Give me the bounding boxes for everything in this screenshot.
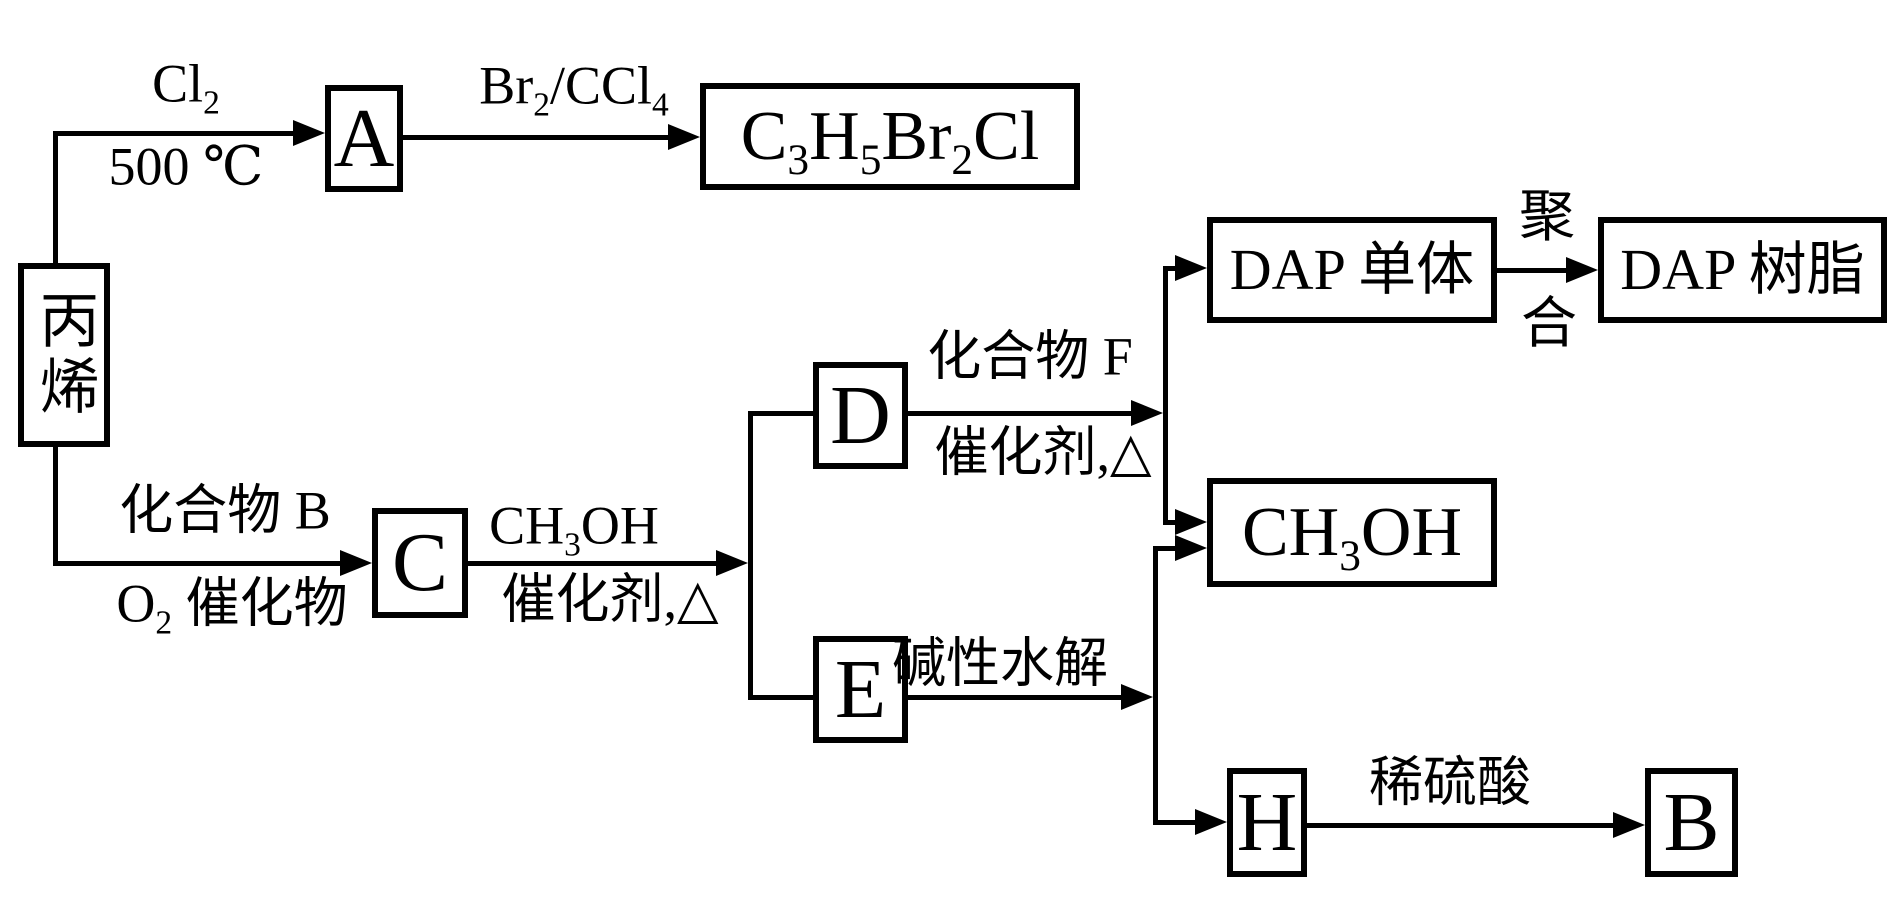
connector-a-to-c3h5br2cl bbox=[403, 134, 676, 140]
node-label-ch3oh: CH3OH bbox=[1241, 493, 1463, 580]
arrowhead-a-to-c3h5br2cl bbox=[668, 124, 700, 150]
connector-branch-to-d bbox=[750, 410, 813, 416]
subscript: 2 bbox=[951, 135, 974, 184]
node-c3h5br2cl: C3H5Br2Cl bbox=[700, 83, 1080, 190]
arrowhead-to-ch3oh-upper bbox=[1175, 509, 1207, 535]
connector-e-junction-vertical bbox=[1152, 545, 1158, 825]
node-ch3oh: CH3OH bbox=[1207, 478, 1497, 587]
label-cond-polymerization-top: 聚 bbox=[1519, 186, 1575, 249]
node-label-h: H bbox=[1236, 775, 1298, 869]
label-cond-compound-b: 化合物 B bbox=[119, 480, 331, 541]
subscript: 3 bbox=[787, 135, 810, 184]
connector-to-ch3oh-upper bbox=[1165, 519, 1183, 525]
label-cond-500c: 500 ℃ bbox=[108, 136, 264, 197]
connector-branch-de-vertical bbox=[747, 410, 753, 700]
arrowhead-propylene-to-a bbox=[293, 120, 325, 146]
label-cond-catalyst-delta-2: 催化剂,△ bbox=[934, 422, 1152, 483]
node-label-dap-monomer: DAP 单体 bbox=[1229, 237, 1475, 302]
subscript: 5 bbox=[859, 135, 882, 184]
node-a: A bbox=[325, 85, 403, 192]
connector-propylene-to-a bbox=[55, 130, 301, 136]
node-d: D bbox=[813, 362, 908, 469]
node-label-propylene: 丙烯 bbox=[31, 289, 97, 421]
arrowhead-e-out bbox=[1121, 684, 1153, 710]
label-cond-compound-f: 化合物 F bbox=[927, 326, 1133, 387]
subscript: 4 bbox=[652, 86, 669, 124]
connector-propylene-up bbox=[52, 130, 58, 266]
subscript: 3 bbox=[1339, 531, 1361, 580]
connector-propylene-to-c bbox=[55, 560, 348, 566]
node-label-e: E bbox=[834, 642, 887, 736]
label-cond-ch3oh: CH3OH bbox=[489, 495, 659, 564]
node-label-b: B bbox=[1663, 775, 1720, 869]
label-cond-o2-catalyst: O2 催化物 bbox=[116, 573, 348, 642]
arrowhead-to-dap-monomer bbox=[1175, 255, 1207, 281]
arrowhead-c-to-branch bbox=[716, 550, 748, 576]
label-cond-catalyst-delta-1: 催化剂,△ bbox=[501, 569, 719, 630]
node-label-dap-resin: DAP 树脂 bbox=[1620, 237, 1865, 302]
node-dap-monomer: DAP 单体 bbox=[1207, 217, 1497, 323]
node-e: E bbox=[813, 636, 908, 743]
connector-monomer-to-resin bbox=[1497, 267, 1574, 273]
connector-h-to-b bbox=[1307, 822, 1621, 828]
arrowhead-monomer-to-resin bbox=[1566, 257, 1598, 283]
connector-to-dap-monomer bbox=[1165, 265, 1183, 271]
node-c: C bbox=[372, 508, 468, 618]
label-cond-br2-ccl4: Br2/CCl4 bbox=[479, 55, 669, 124]
arrowhead-d-out bbox=[1131, 400, 1163, 426]
arrowhead-propylene-to-c bbox=[340, 550, 372, 576]
node-h: H bbox=[1227, 768, 1307, 877]
arrowhead-h-to-b bbox=[1613, 812, 1645, 838]
arrowhead-to-h bbox=[1195, 809, 1227, 835]
subscript: 3 bbox=[564, 526, 581, 564]
node-label-a: A bbox=[333, 91, 395, 185]
connector-propylene-down bbox=[52, 444, 58, 566]
connector-d-out bbox=[908, 410, 1139, 416]
subscript: 2 bbox=[533, 86, 550, 124]
node-label-c3h5br2cl: C3H5Br2Cl bbox=[740, 97, 1040, 184]
subscript: 2 bbox=[203, 84, 220, 122]
connector-to-h bbox=[1155, 819, 1203, 825]
label-cond-dilute-sulfuric-acid: 稀硫酸 bbox=[1369, 752, 1531, 813]
connector-to-ch3oh-lower bbox=[1155, 545, 1183, 551]
label-cond-polymerization-bottom: 合 bbox=[1521, 293, 1577, 356]
label-cond-alkaline-hydrolysis: 碱性水解 bbox=[892, 633, 1108, 694]
connector-branch-to-e bbox=[750, 694, 813, 700]
connector-e-out bbox=[908, 694, 1129, 700]
label-cond-cl2: Cl2 bbox=[152, 53, 220, 122]
node-propylene: 丙烯 bbox=[18, 263, 110, 447]
node-label-c: C bbox=[391, 516, 449, 609]
node-b: B bbox=[1645, 768, 1738, 877]
node-label-d: D bbox=[830, 368, 891, 462]
connector-d-junction-vertical bbox=[1162, 265, 1168, 525]
connector-c-to-branch bbox=[468, 560, 724, 566]
subscript: 2 bbox=[155, 604, 173, 642]
node-dap-resin: DAP 树脂 bbox=[1598, 217, 1887, 323]
arrowhead-to-ch3oh-lower bbox=[1175, 535, 1207, 561]
